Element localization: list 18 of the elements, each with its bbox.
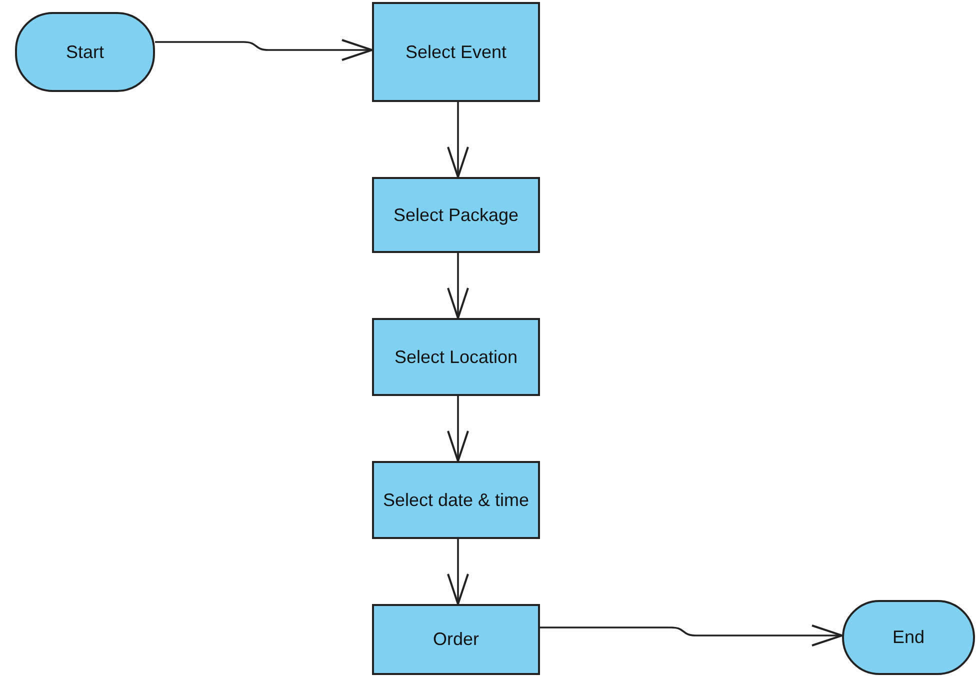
node-label: Select Event [405, 42, 507, 62]
node-label: Select Package [393, 204, 519, 226]
arrow [447, 102, 469, 178]
arrow [447, 253, 469, 319]
node-label: Order [432, 629, 479, 650]
arrow [447, 396, 469, 462]
node-label: Select Location [394, 346, 518, 368]
arrow [155, 39, 373, 61]
process-box [372, 461, 540, 539]
arrow [540, 624, 843, 646]
node-label: End [892, 627, 925, 648]
node-label: Select date & time [382, 490, 530, 510]
process-box [372, 2, 540, 102]
process-box [372, 604, 540, 675]
node-label: Start [66, 42, 104, 62]
process-box [372, 177, 540, 253]
process-box [372, 318, 540, 396]
arrow [447, 539, 469, 605]
